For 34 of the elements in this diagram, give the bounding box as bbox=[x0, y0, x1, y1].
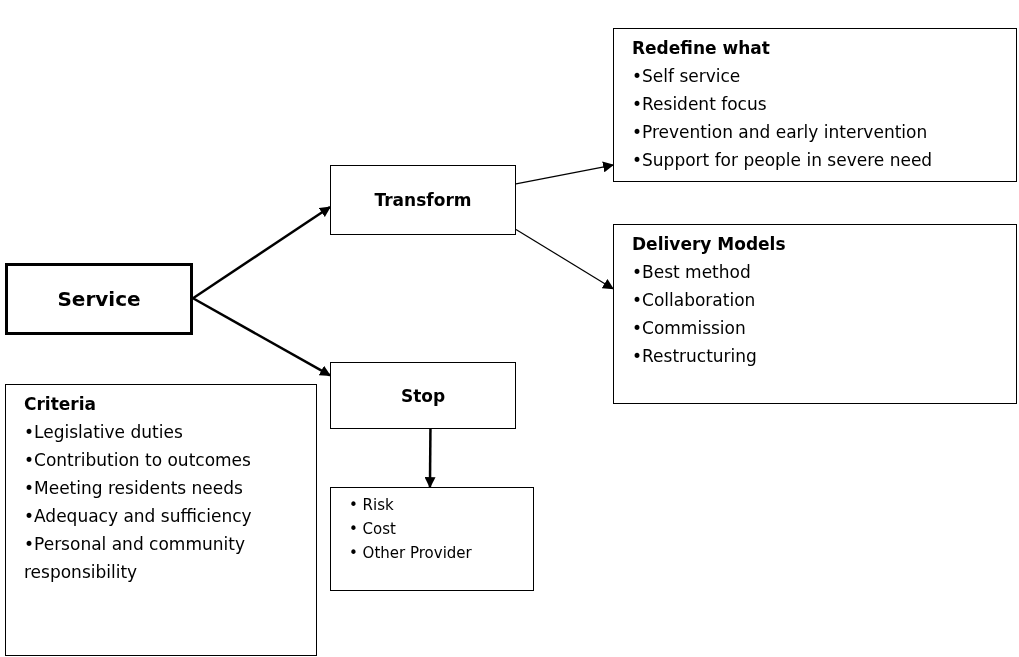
list-item: •Prevention and early intervention bbox=[632, 121, 929, 144]
list-item: •Support for people in severe need bbox=[632, 149, 934, 172]
list-item: •Contribution to outcomes bbox=[24, 449, 252, 472]
arrow bbox=[515, 228, 614, 290]
text-box bbox=[613, 224, 1017, 404]
arrow bbox=[424, 429, 436, 489]
list-item: •Commission bbox=[632, 317, 747, 340]
process-box bbox=[5, 263, 193, 335]
arrow bbox=[192, 297, 331, 377]
list-item: •Restructuring bbox=[632, 345, 758, 368]
list-item: •Adequacy and sufficiency bbox=[24, 505, 253, 528]
text-box bbox=[330, 487, 534, 591]
list-item: •Resident focus bbox=[632, 93, 768, 116]
list-item: • Other Provider bbox=[349, 543, 473, 564]
box-heading: Criteria bbox=[24, 393, 98, 416]
node-label: Service bbox=[57, 286, 141, 313]
node-label: Transform bbox=[374, 189, 472, 212]
list-item: • Cost bbox=[349, 519, 397, 540]
list-item: • Risk bbox=[349, 495, 395, 516]
arrow bbox=[192, 205, 331, 300]
node-label: Stop bbox=[400, 384, 446, 408]
text-box bbox=[613, 28, 1017, 182]
list-item: •Best method bbox=[632, 261, 752, 284]
text-box bbox=[5, 384, 317, 656]
process-box bbox=[330, 362, 516, 429]
box-heading: Redefine what bbox=[632, 37, 771, 60]
list-item: •Collaboration bbox=[632, 289, 757, 312]
list-item: •Self service bbox=[632, 65, 742, 88]
list-item: •Legislative duties bbox=[24, 421, 184, 444]
process-box bbox=[330, 165, 516, 235]
list-item: •Personal and community responsibility bbox=[24, 533, 246, 584]
box-heading: Delivery Models bbox=[632, 233, 787, 256]
list-item: •Meeting residents needs bbox=[24, 477, 244, 500]
arrow bbox=[515, 161, 615, 185]
